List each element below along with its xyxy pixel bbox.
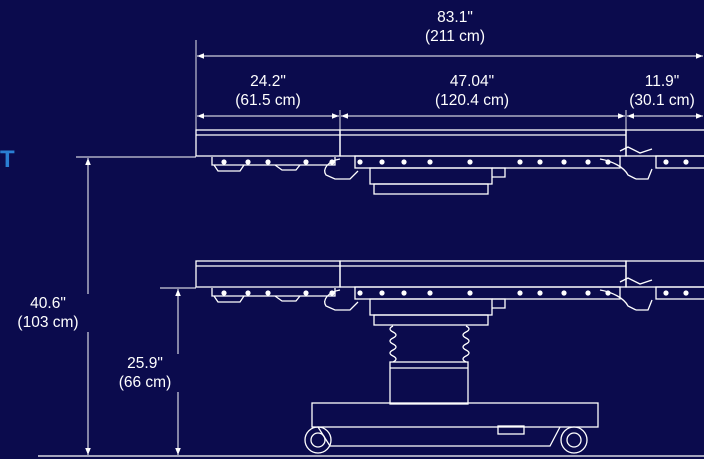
extension-lines	[76, 40, 627, 289]
column-housing	[389, 361, 469, 405]
overall-length-label: 83.1" (211 cm)	[424, 9, 485, 45]
table-base	[304, 402, 599, 454]
table-top-lowered	[195, 260, 704, 326]
min-height-label: 25.9" (66 cm)	[102, 354, 188, 392]
center-section-label: 47.04" (120.4 cm)	[434, 73, 510, 109]
edge-mark: T	[0, 146, 15, 173]
column-bellows	[389, 325, 470, 405]
dimension-arrows	[85, 53, 703, 455]
head-section-label: 24.2" (61.5 cm)	[235, 73, 301, 109]
foot-section-label: 11.9" (30.1 cm)	[629, 73, 695, 109]
max-height-label: 40.6" (103 cm)	[0, 294, 96, 332]
table-top-raised	[195, 129, 704, 195]
